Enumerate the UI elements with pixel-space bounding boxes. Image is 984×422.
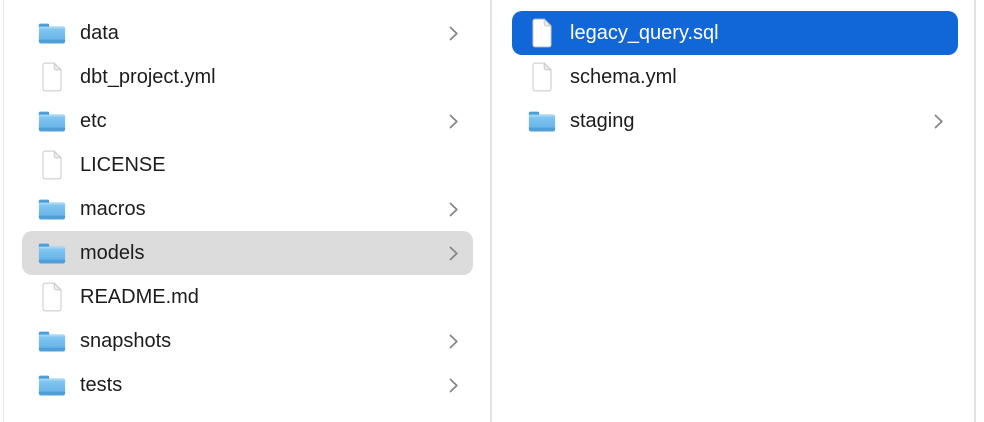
chevron-right-icon [448, 377, 459, 394]
folder-row-snapshots[interactable]: snapshots [22, 319, 473, 363]
file-icon [36, 61, 68, 93]
item-label: legacy_query.sql [570, 22, 719, 44]
item-label: snapshots [80, 330, 172, 352]
chevron-right-icon [448, 245, 459, 262]
file-icon [36, 281, 68, 313]
folder-row-etc[interactable]: etc [22, 99, 473, 143]
item-label: dbt_project.yml [80, 66, 216, 88]
column-resize-divider[interactable] [974, 0, 976, 422]
item-label: data [80, 22, 119, 44]
folder-row-tests[interactable]: tests [22, 363, 473, 407]
folder-icon [36, 105, 68, 137]
file-icon [526, 17, 558, 49]
left-edge-divider [0, 0, 4, 422]
item-label: schema.yml [570, 66, 677, 88]
item-label: staging [570, 110, 635, 132]
folder-icon [36, 325, 68, 357]
chevron-right-icon [448, 25, 459, 42]
file-row-schema.yml[interactable]: schema.yml [512, 55, 958, 99]
file-row-LICENSE[interactable]: LICENSE [22, 143, 473, 187]
folder-icon [36, 369, 68, 401]
folder-row-data[interactable]: data [22, 11, 473, 55]
item-label: LICENSE [80, 154, 166, 176]
folder-icon [36, 17, 68, 49]
folder-icon [36, 237, 68, 269]
item-label: models [80, 242, 145, 264]
folder-row-macros[interactable]: macros [22, 187, 473, 231]
chevron-right-icon [448, 113, 459, 130]
column-resize-divider[interactable] [490, 0, 492, 422]
item-label: README.md [80, 286, 199, 308]
folder-icon [36, 193, 68, 225]
file-icon [36, 149, 68, 181]
file-row-dbt_project.yml[interactable]: dbt_project.yml [22, 55, 473, 99]
item-label: etc [80, 110, 107, 132]
chevron-right-icon [933, 113, 944, 130]
empty-area [976, 0, 984, 422]
parent-folder-column: data dbt_project.yml etc LICENSE [4, 0, 490, 422]
file-row-README.md[interactable]: README.md [22, 275, 473, 319]
chevron-right-icon [448, 201, 459, 218]
current-folder-column: legacy_query.sql schema.yml staging [492, 0, 974, 422]
folder-row-models[interactable]: models [22, 231, 473, 275]
file-icon [526, 61, 558, 93]
item-label: macros [80, 198, 146, 220]
folder-icon [526, 105, 558, 137]
file-row-legacy_query.sql[interactable]: legacy_query.sql [512, 11, 958, 55]
folder-row-staging[interactable]: staging [512, 99, 958, 143]
chevron-right-icon [448, 333, 459, 350]
item-label: tests [80, 374, 123, 396]
